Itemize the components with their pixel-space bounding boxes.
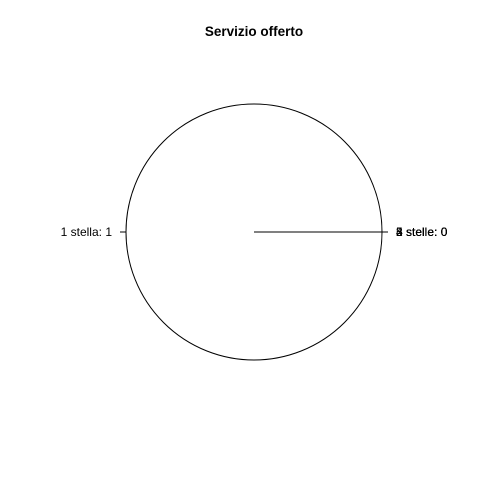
- slice-label-2: 2 stelle: 0: [396, 225, 448, 239]
- chart-title: Servizio offerto: [205, 24, 303, 39]
- slice-label-4: 4 stelle: 0: [396, 225, 448, 239]
- slice-label-3: 3 stelle: 0: [396, 225, 448, 239]
- slice-label-1: 1 stella: 1: [61, 225, 113, 239]
- slice-label-5: 5 stelle: 0: [396, 225, 448, 239]
- pie-group: 1 stella: 1 2 stelle: 03 stelle: 04 stell…: [61, 103, 448, 361]
